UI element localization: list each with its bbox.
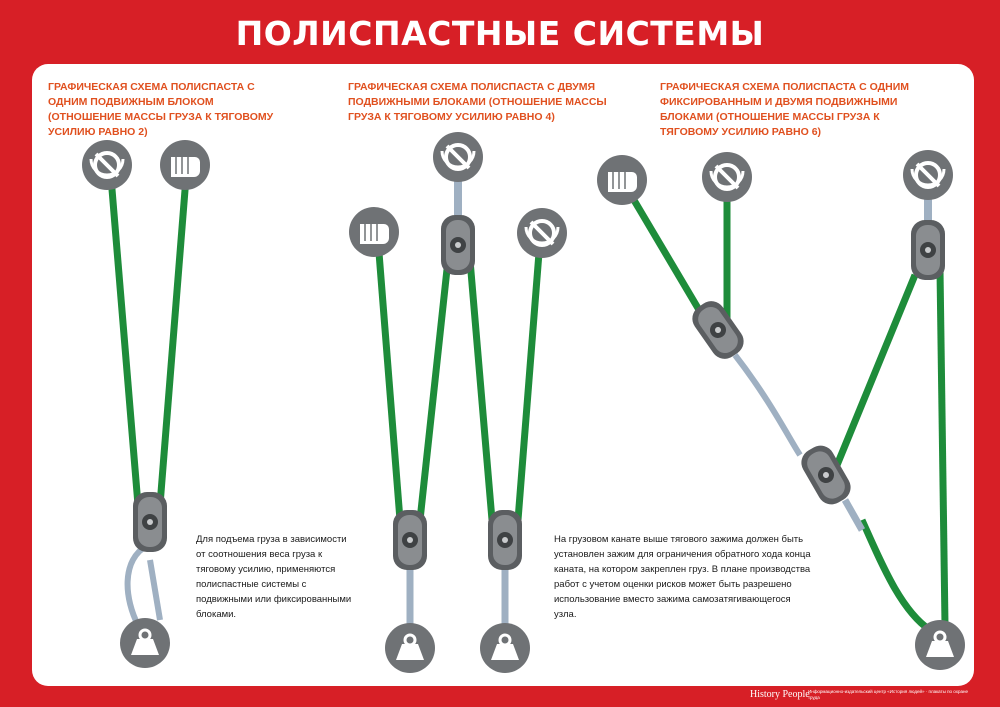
note-right: На грузовом канате выше тягового зажима …: [554, 534, 811, 620]
pulley-block-icon: [911, 220, 945, 280]
carabiner-1: [124, 542, 150, 627]
hand-pull-icon: [159, 139, 211, 191]
note-left: Для подъема груза в зависимости от соотн…: [196, 534, 352, 620]
hand-pull-icon: [596, 154, 648, 206]
publisher-logo: History People: [750, 689, 810, 700]
scheme-1-caption: ГРАФИЧЕСКАЯ СХЕМА ПОЛИСПАСТА С ОДНИМ ПОД…: [48, 81, 274, 138]
scheme-3-ropes: [624, 180, 949, 633]
load-weight-icon: [383, 621, 437, 675]
publisher-info: Информационно-издательский центр «Истори…: [808, 689, 968, 700]
anchor-point-icon: [431, 130, 485, 184]
load-weight-icon: [478, 621, 532, 675]
scheme-2-caption: ГРАФИЧЕСКАЯ СХЕМА ПОЛИСПАСТА С ДВУМЯ ПОД…: [348, 81, 607, 123]
anchor-point-icon: [515, 206, 569, 260]
hand-pull-icon: [348, 206, 400, 258]
page-title: ПОЛИСПАСТНЫЕ СИСТЕМЫ: [235, 14, 765, 53]
anchor-point-icon: [901, 148, 955, 202]
pulley-block-icon: [441, 215, 475, 275]
load-weight-icon: [913, 618, 967, 672]
anchor-point-icon: [700, 150, 754, 204]
pulley-block-icon: [488, 510, 522, 570]
pulley-block-icon: [133, 492, 167, 552]
scheme-3-caption: ГРАФИЧЕСКАЯ СХЕМА ПОЛИСПАСТА С ОДНИМ ФИК…: [660, 81, 909, 138]
anchor-point-icon: [80, 138, 134, 192]
load-weight-icon: [118, 616, 172, 670]
scheme-1-ropes: [106, 164, 191, 506]
scheme-2-ropes: [374, 239, 544, 521]
pulley-block-icon: [393, 510, 427, 570]
